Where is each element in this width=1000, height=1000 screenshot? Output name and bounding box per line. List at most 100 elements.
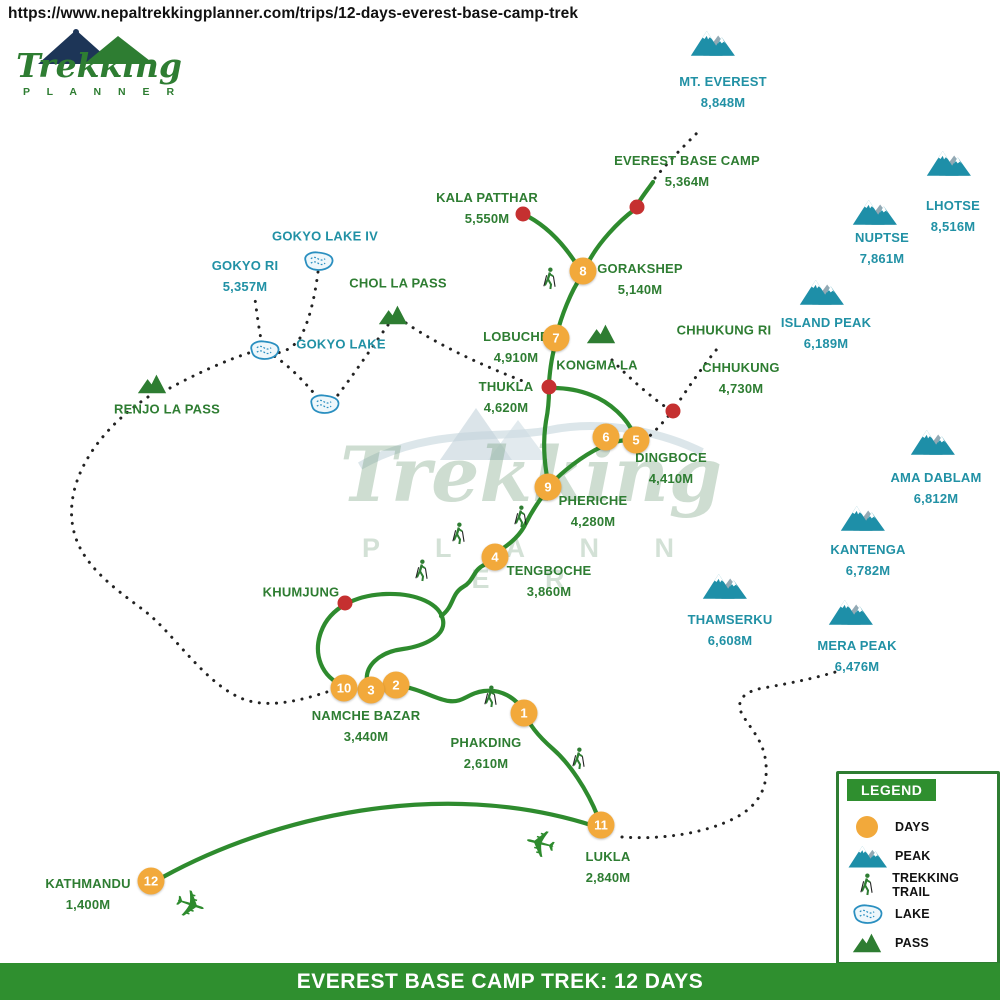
- legend-item: PEAK: [847, 841, 993, 870]
- airplane-icon: ✈: [519, 820, 561, 870]
- pass-icon: [136, 372, 168, 400]
- elevation-text: 3,440M: [343, 729, 389, 744]
- stop-dot: [629, 199, 645, 215]
- lake-label: GOKYO LAKE: [296, 336, 386, 352]
- elevation-text: 4,910M: [493, 350, 539, 365]
- day-marker: 1: [510, 699, 538, 727]
- peak-icon: [839, 503, 885, 538]
- elevation-text: 5,364M: [664, 174, 710, 189]
- legend-item-label: LAKE: [895, 906, 930, 921]
- peak-icon: [827, 597, 873, 632]
- peak-icon: [909, 427, 955, 462]
- day-marker: 6: [592, 423, 620, 451]
- legend-item-label: DAYS: [895, 819, 930, 834]
- hiker-icon: [410, 558, 432, 588]
- elevation-text: 6,812M: [913, 491, 959, 506]
- page-url[interactable]: https://www.nepaltrekkingplanner.com/tri…: [8, 5, 579, 22]
- dotted-gokyolakeiv-south: [275, 270, 320, 355]
- day-marker: 3: [357, 676, 385, 704]
- hiker-icon: [538, 266, 560, 296]
- dotted-gokyolake-gokyori: [253, 297, 264, 346]
- logo-brand-text: Trekking: [16, 46, 182, 85]
- logo[interactable]: Trekking P L A N N E R: [10, 24, 188, 108]
- logo-sub-text: P L A N N E R: [22, 86, 182, 98]
- legend-item-label: PASS: [895, 935, 929, 950]
- elevation-text: 4,280M: [570, 514, 616, 529]
- elevation-text: 5,357M: [222, 279, 268, 294]
- dotted-cholla-mainroute: [404, 321, 530, 385]
- peak-icon: [925, 148, 971, 183]
- lake-label: GOKYO LAKE IV: [272, 228, 378, 244]
- pass-icon: [585, 322, 617, 350]
- lake-icon: [246, 337, 282, 367]
- elevation-text: 2,610M: [463, 756, 509, 771]
- day-marker: 2: [382, 671, 410, 699]
- elevation-text: 5,140M: [617, 282, 663, 297]
- lake-icon: [300, 248, 336, 278]
- stop-dot: [665, 403, 681, 419]
- legend: LEGEND DAYS PEAK TREKKING TRAIL LAKE PAS…: [836, 771, 1000, 965]
- elevation-text: 8,516M: [930, 219, 976, 234]
- pass-label: KONGMA LA: [556, 357, 638, 373]
- pass-label: RENJO LA PASS: [114, 401, 220, 417]
- dotted-chhukung-chhukungri: [674, 347, 719, 408]
- elevation-text: 2,840M: [585, 870, 631, 885]
- dotted-renjo-namche-loop: [70, 395, 332, 705]
- peak-icon: [689, 28, 735, 63]
- trail-lukla-namche: [395, 683, 601, 820]
- trail-gorakshep-kalapatthar: [526, 214, 580, 268]
- airplane-icon: ✈: [168, 881, 212, 931]
- elevation-text: 6,608M: [707, 633, 753, 648]
- dotted-lukla-merapeak: [620, 668, 844, 840]
- side-trails: [70, 131, 844, 840]
- day-marker: 10: [330, 674, 358, 702]
- legend-item: PASS: [847, 928, 993, 957]
- day-marker: 9: [534, 473, 562, 501]
- legend-item: DAYS: [847, 812, 993, 841]
- title-banner: EVEREST BASE CAMP TREK: 12 DAYS: [0, 963, 1000, 1000]
- dotted-cholla-gokyolake: [332, 323, 390, 402]
- legend-item-label: PEAK: [895, 848, 931, 863]
- elevation-text: 1,400M: [65, 897, 111, 912]
- stop-dot: [337, 595, 353, 611]
- pass-icon: [847, 931, 887, 954]
- elevation-text: 4,410M: [648, 471, 694, 486]
- flight-route-kathmandu-lukla: [160, 801, 597, 880]
- day-marker: 4: [481, 543, 509, 571]
- day-marker: 12: [137, 867, 165, 895]
- day-marker: 11: [587, 811, 615, 839]
- stop-dot: [541, 379, 557, 395]
- trail-dingboche-thukla: [550, 385, 637, 438]
- legend-item-label: TREKKING TRAIL: [892, 870, 960, 899]
- dotted-gokyo-lakes-link: [272, 354, 320, 400]
- days-icon: [847, 815, 887, 838]
- trekking-trail-icon: [847, 872, 884, 897]
- lake-icon: [306, 391, 342, 421]
- place-label: KHUMJUNG: [262, 584, 340, 600]
- lake-icon: [847, 901, 887, 926]
- elevation-text: 4,620M: [483, 400, 529, 415]
- banner-text: EVEREST BASE CAMP TREK: 12 DAYS: [296, 969, 704, 993]
- place-label: CHHUKUNG RI: [676, 322, 772, 338]
- legend-title: LEGEND: [847, 779, 937, 801]
- day-marker: 5: [622, 426, 650, 454]
- pass-label: CHOL LA PASS: [349, 275, 447, 291]
- legend-item: LAKE: [847, 899, 993, 928]
